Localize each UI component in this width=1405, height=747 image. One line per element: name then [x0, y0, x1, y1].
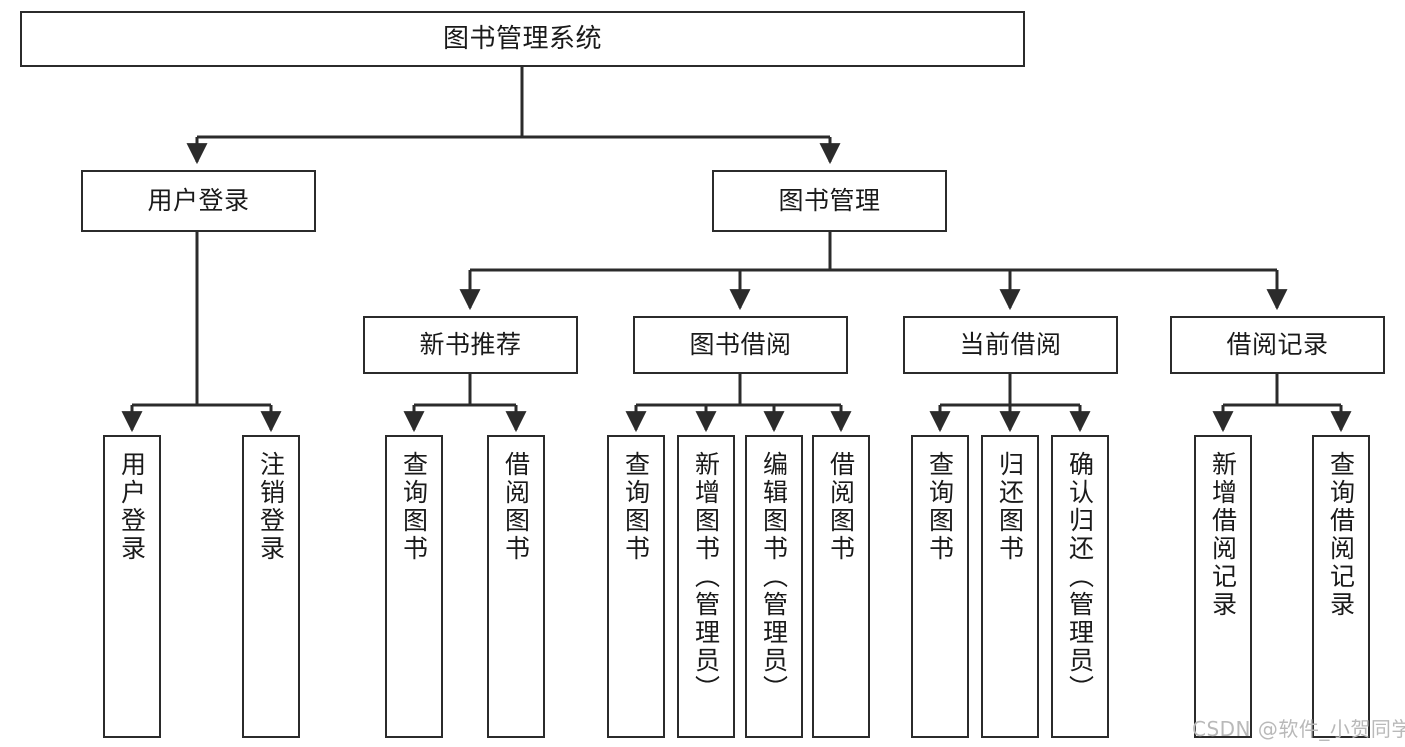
node-label: 查询图书: [399, 451, 429, 563]
node-label: 用户登录: [117, 451, 147, 563]
node-label: 查询借阅记录: [1326, 451, 1356, 619]
leaf-borrow-record-add[interactable]: 新增借阅记录: [1194, 435, 1252, 738]
leaf-user-login-logout[interactable]: 注销登录: [242, 435, 300, 738]
leaf-current-borrow-return[interactable]: 归还图书: [981, 435, 1039, 738]
node-label: 查询图书: [621, 451, 651, 563]
node-label: 图书管理系统: [442, 23, 602, 54]
node-book-borrow[interactable]: 图书借阅: [633, 316, 848, 374]
node-new-book-recommend[interactable]: 新书推荐: [363, 316, 578, 374]
node-label: 借阅图书: [501, 451, 531, 563]
node-label: 当前借阅: [959, 330, 1062, 360]
leaf-borrow-record-query[interactable]: 查询借阅记录: [1312, 435, 1370, 738]
leaf-book-borrow-borrow[interactable]: 借阅图书: [812, 435, 870, 738]
node-label: 编辑图书（管理员）: [759, 451, 789, 703]
node-label: 新增借阅记录: [1208, 451, 1238, 619]
node-current-borrow[interactable]: 当前借阅: [903, 316, 1118, 374]
node-label: 图书借阅: [689, 330, 792, 360]
node-book-management[interactable]: 图书管理: [712, 170, 947, 232]
node-user-login[interactable]: 用户登录: [81, 170, 316, 232]
node-borrow-record[interactable]: 借阅记录: [1170, 316, 1385, 374]
leaf-current-borrow-confirm-return[interactable]: 确认归还（管理员）: [1051, 435, 1109, 738]
node-label: 归还图书: [995, 451, 1025, 563]
leaf-new-book-query[interactable]: 查询图书: [385, 435, 443, 738]
leaf-book-borrow-edit[interactable]: 编辑图书（管理员）: [745, 435, 803, 738]
node-label: 图书管理: [778, 186, 881, 216]
node-label: 借阅图书: [826, 451, 856, 563]
leaf-new-book-borrow[interactable]: 借阅图书: [487, 435, 545, 738]
node-label: 新书推荐: [419, 330, 522, 360]
node-label: 用户登录: [147, 186, 250, 216]
leaf-book-borrow-query[interactable]: 查询图书: [607, 435, 665, 738]
node-root-system[interactable]: 图书管理系统: [20, 11, 1025, 67]
leaf-current-borrow-query[interactable]: 查询图书: [911, 435, 969, 738]
leaf-book-borrow-add[interactable]: 新增图书（管理员）: [677, 435, 735, 738]
node-label: 注销登录: [256, 451, 286, 563]
node-label: 确认归还（管理员）: [1065, 451, 1095, 703]
node-label: 借阅记录: [1226, 330, 1329, 360]
node-label: 新增图书（管理员）: [691, 451, 721, 703]
node-label: 查询图书: [925, 451, 955, 563]
leaf-user-login-login[interactable]: 用户登录: [103, 435, 161, 738]
